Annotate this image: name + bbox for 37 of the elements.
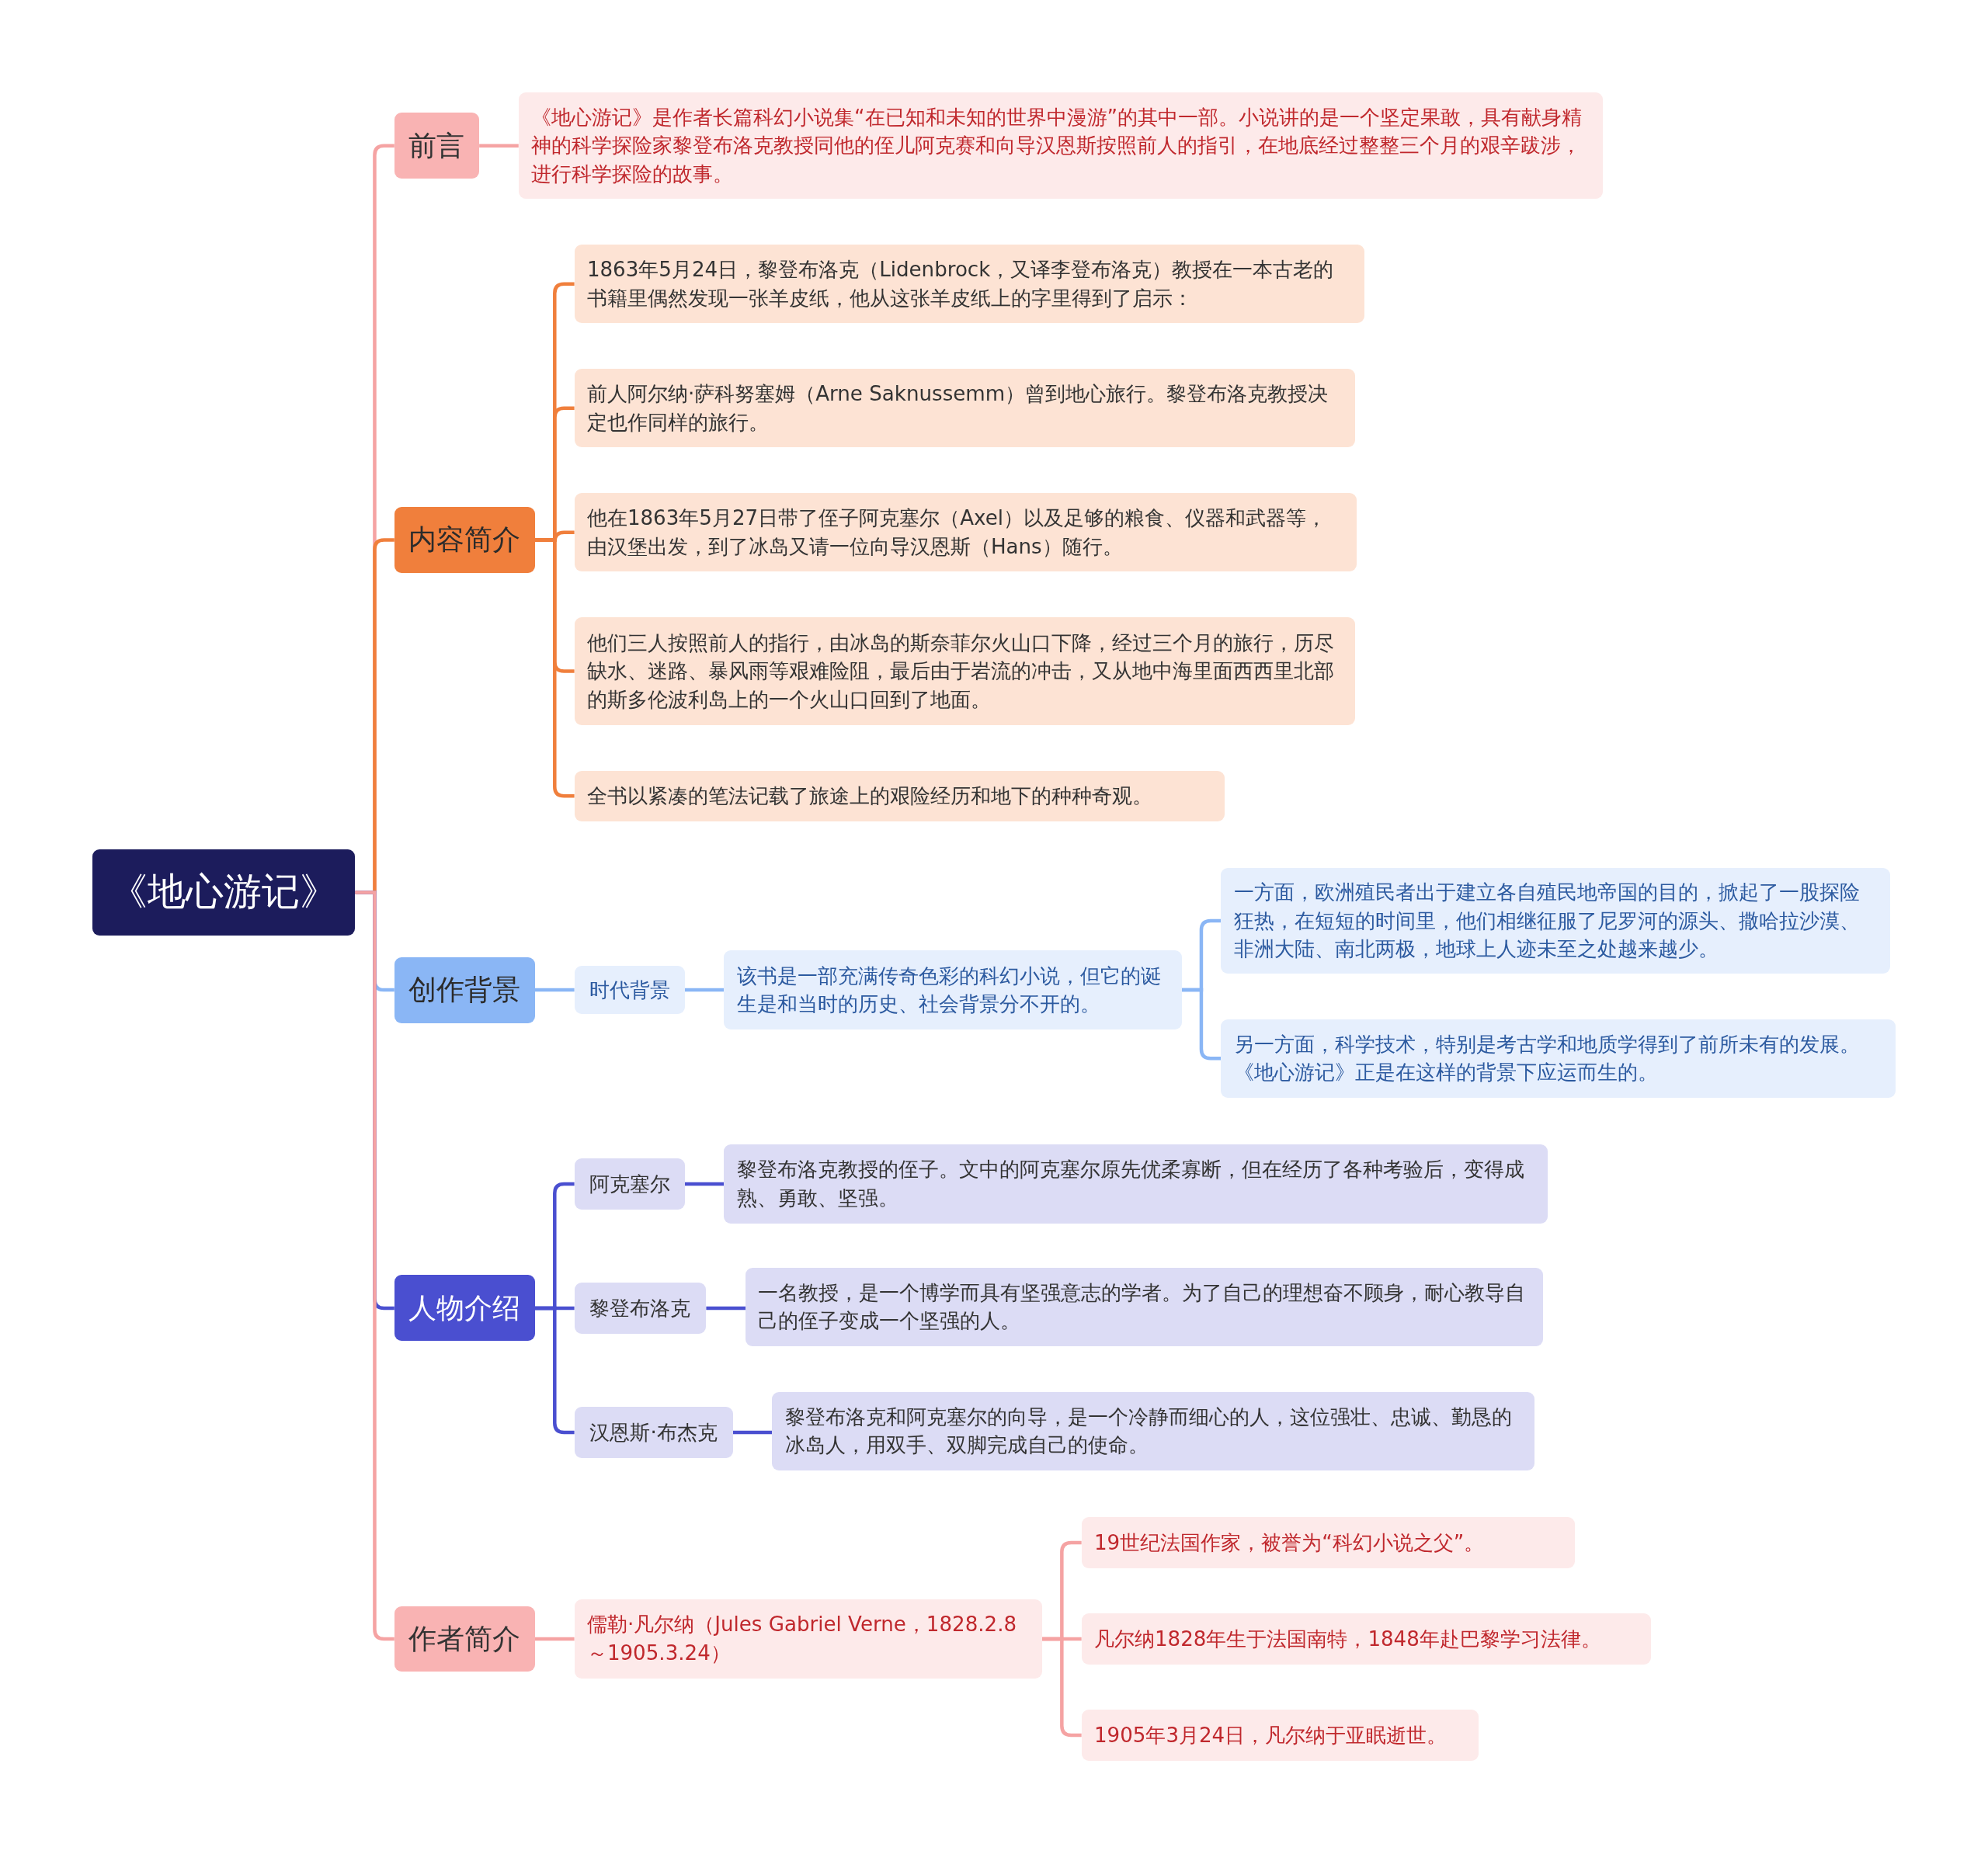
- branch-topic-box: 内容简介: [394, 507, 535, 573]
- subtopic-box: 阿克塞尔: [574, 1158, 685, 1210]
- connector-line: [479, 144, 519, 148]
- subtopic-box: 汉恩斯·布杰克: [574, 1407, 733, 1458]
- text-box: 1863年5月24日，黎登布洛克（Lidenbrock，又译李登布洛克）教授在一本古老的书籍里偶然发现一张羊皮纸，他从这张羊皮纸上的字里得到了启示：: [574, 245, 1364, 324]
- subtopic-box: 时代背景: [574, 966, 685, 1015]
- text-box: 黎登布洛克教授的侄子。文中的阿克塞尔原先优柔寡断，但在经历了各种考验后，变得成熟、勇敢、坚强。: [724, 1144, 1548, 1224]
- text-box: 另一方面，科学技术，特别是考古学和地质学得到了前所未有的发展。《地心游记》正是在这样的背景下应运而生的。: [1221, 1019, 1896, 1098]
- text-box: 1905年3月24日，凡尔纳于亚眠逝世。: [1081, 1710, 1479, 1761]
- text-box: 黎登布洛克和阿克塞尔的向导，是一个冷静而细心的人，这位强壮、忠诚、勤恳的冰岛人，用双手、双脚完成自己的使命。: [772, 1391, 1534, 1470]
- branch-topic-box: 人物介绍: [394, 1275, 535, 1342]
- connector-line: [1042, 1637, 1082, 1738]
- text-box: 该书是一部充满传奇色彩的科幻小说，但它的诞生是和当时的历史、社会背景分不开的。: [724, 950, 1182, 1029]
- text-box: 前人阿尔纳·萨科努塞姆（Arne Saknussemm）曾到地心旅行。黎登布洛克教授决定也作同样的旅行。: [574, 369, 1356, 448]
- text-box: 凡尔纳1828年生于法国南特，1848年赴巴黎学习法律。: [1081, 1613, 1651, 1665]
- branch-topic-box: 作者简介: [394, 1606, 535, 1672]
- text-box: 他们三人按照前人的指行，由冰岛的斯奈菲尔火山口下降，经过三个月的旅行，历尽缺水、迷路、暴风雨等艰难险阻，最后由于岩流的冲击，又从地中海里面西西里北部的斯多伦波利岛上的一个火山口回到了地面。: [574, 617, 1356, 725]
- connector-line: [535, 1306, 575, 1435]
- connector-line: [535, 988, 575, 992]
- text-box: 全书以紧凑的笔法记载了旅途上的艰险经历和地下的种种奇观。: [574, 770, 1225, 821]
- text-box: 他在1863年5月27日带了侄子阿克塞尔（Axel）以及足够的粮食、仪器和武器等，由汉堡出发，到了冰岛又请一位向导汉恩斯（Hans）随行。: [574, 493, 1357, 572]
- connector-line: [535, 1637, 575, 1641]
- connector-line: [684, 1182, 725, 1186]
- root-topic-box: 《地心游记》: [92, 849, 356, 936]
- connector-line: [706, 1306, 746, 1311]
- text-box: 一方面，欧洲殖民者出于建立各自殖民地帝国的目的，掀起了一股探险狂热，在短短的时间里，他们相继征服了尼罗河的源头、撒哈拉沙漠、非洲大陆、南北两极，地球上人迹未至之处越来越少。: [1221, 868, 1891, 974]
- text-box: 19世纪法国作家，被誉为“科幻小说之父”。: [1081, 1517, 1575, 1568]
- connector-line: [732, 1430, 773, 1435]
- connector-line: [1181, 988, 1222, 1061]
- branch-topic-box: 前言: [394, 113, 480, 179]
- text-box: 一名教授，是一个博学而具有坚强意志的学者。为了自己的理想奋不顾身，耐心教导自己的侄子变成一个坚强的人。: [746, 1267, 1543, 1346]
- subtopic-box: 黎登布洛克: [574, 1283, 707, 1334]
- text-box: 儒勒·凡尔纳（Jules Gabriel Verne，1828.2.8～1905.3.24）: [574, 1599, 1042, 1679]
- connector-line: [535, 538, 575, 798]
- text-box: 《地心游记》是作者长篇科幻小说集“在已知和未知的世界中漫游”的其中一部。小说讲的是一个坚定果敢，具有献身精神的科学探险家黎登布洛克教授同他的侄儿阿克赛和向导汉恩斯按照前人的指引，在地底经过整整三个月的艰辛跋涉，进行科学探险的故事。: [518, 92, 1603, 200]
- branch-topic-box: 创作背景: [394, 957, 535, 1023]
- connector-line: [684, 988, 725, 992]
